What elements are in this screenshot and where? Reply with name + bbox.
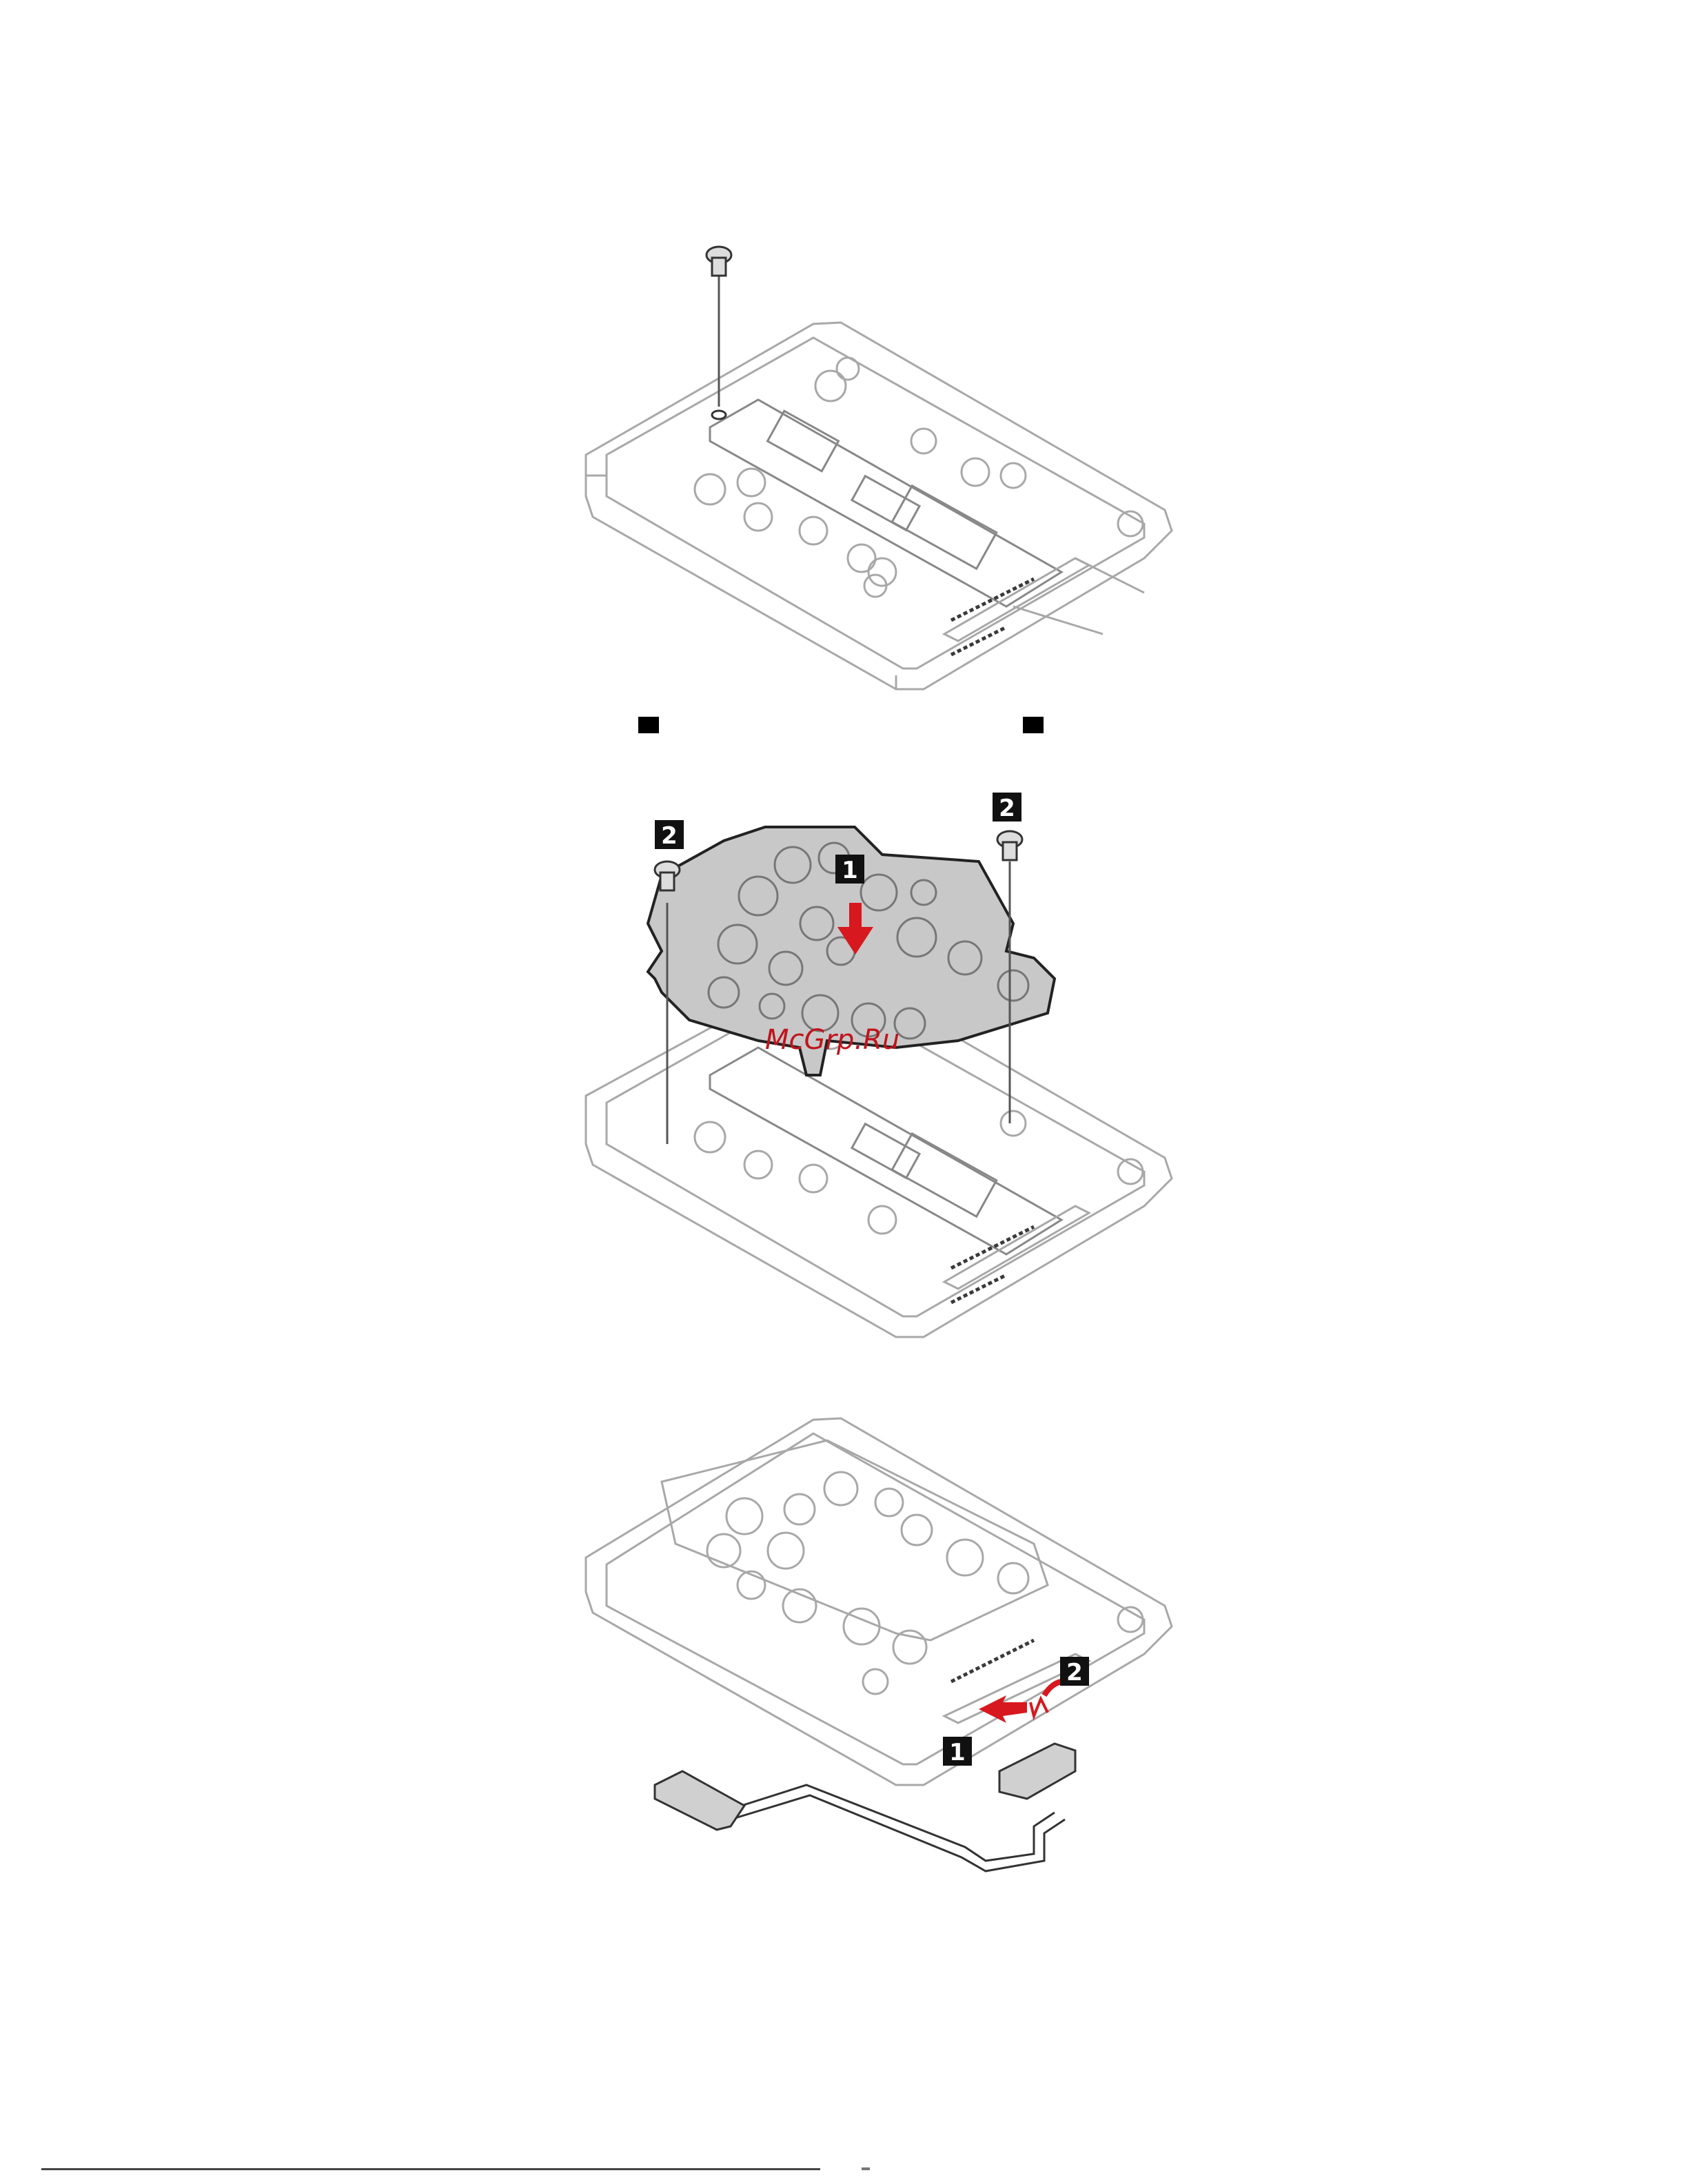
screw-icon [706, 247, 731, 419]
svg-text:2: 2 [1066, 1659, 1083, 1686]
red-arrow-icon [979, 1695, 1027, 1723]
footer-mark [862, 2167, 870, 2170]
watermark: McGrp.Ru [765, 1024, 899, 1056]
illustration-install-plate: 1 2 2 McGrp.Ru [0, 786, 1688, 1351]
illustration-install-ssd-screw [0, 234, 1688, 703]
cable [655, 1744, 1075, 1871]
svg-text:1: 1 [842, 857, 858, 884]
drive-adapter-bracket [586, 323, 1172, 689]
callout-1: 1 [943, 1737, 972, 1766]
drive-adapter-bracket [586, 1418, 1172, 1785]
step-bullet-icon [1023, 717, 1044, 733]
callout-1: 1 [835, 855, 864, 884]
svg-text:1: 1 [949, 1739, 966, 1766]
screw-icon [997, 831, 1022, 860]
callout-2-left: 2 [655, 820, 684, 850]
callout-2: 2 [1060, 1657, 1089, 1686]
svg-text:2: 2 [999, 795, 1015, 822]
footer-divider [41, 2168, 820, 2170]
step-bullet-icon [638, 717, 659, 733]
illustration-connect-cable: 1 2 [0, 1406, 1688, 1888]
callout-2-right: 2 [993, 793, 1021, 822]
svg-text:2: 2 [661, 822, 678, 850]
